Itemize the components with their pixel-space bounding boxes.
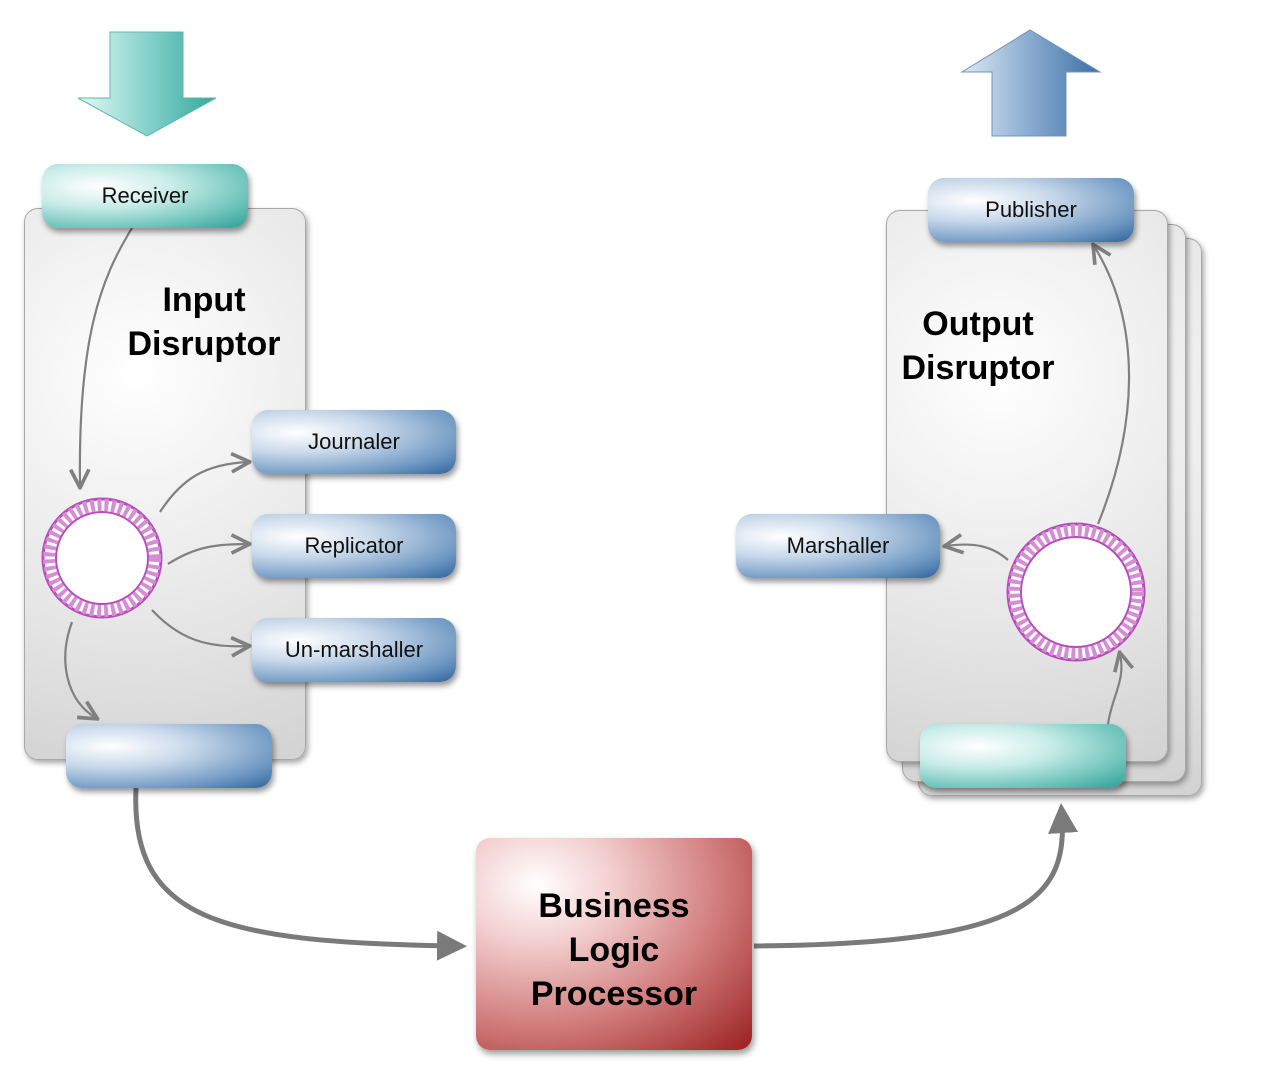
marshaller-label: Marshaller	[786, 533, 890, 558]
input-output-pill	[66, 724, 272, 788]
incoming-arrow-icon	[77, 31, 217, 137]
outgoing-arrow-icon	[960, 29, 1102, 137]
journaler-label: Journaler	[308, 429, 400, 454]
publisher-box: Publisher	[928, 178, 1134, 242]
unmarshaller-label: Un-marshaller	[284, 637, 424, 662]
business-logic-processor-box: Business Logic Processor	[476, 838, 752, 1050]
input-title-line2: Disruptor	[127, 325, 281, 363]
publisher-label: Publisher	[985, 197, 1077, 222]
ring-to-output-pill-arrow	[64, 621, 96, 718]
receiver-box: Receiver	[42, 164, 248, 228]
teal-pill-to-ring-arrow	[1106, 654, 1121, 725]
output-title-line2: Disruptor	[901, 349, 1055, 387]
receiver-label: Receiver	[101, 183, 189, 208]
blp-line1: Business	[538, 887, 690, 925]
input-ring-buffer-icon	[41, 497, 163, 619]
output-ring-buffer-icon	[1006, 522, 1146, 662]
output-input-pill	[920, 724, 1126, 788]
replicator-box: Replicator	[252, 514, 456, 578]
input-title-line1: Input	[162, 281, 246, 319]
input-to-blp-arrow	[133, 787, 467, 961]
ring-to-publisher-arrow	[1094, 246, 1131, 525]
business-logic-processor-title: Business Logic Processor	[476, 884, 752, 1016]
receiver-to-ring-arrow	[80, 227, 133, 486]
unmarshaller-box: Un-marshaller	[252, 618, 456, 682]
marshaller-box: Marshaller	[736, 514, 940, 578]
output-title-line1: Output	[922, 305, 1034, 343]
replicator-label: Replicator	[304, 533, 404, 558]
output-disruptor-title: Output Disruptor	[868, 302, 1088, 390]
ring-to-journaler-arrow	[159, 462, 248, 513]
blp-line2: Logic	[568, 931, 660, 969]
blp-line3: Processor	[530, 975, 698, 1013]
ring-to-marshaller-arrow	[946, 545, 1009, 561]
blp-to-output-arrow	[753, 803, 1078, 949]
ring-to-unmarshaller-arrow	[151, 609, 248, 646]
ring-to-replicator-arrow	[167, 544, 248, 565]
journaler-box: Journaler	[252, 410, 456, 474]
input-disruptor-title: Input Disruptor	[96, 278, 312, 366]
